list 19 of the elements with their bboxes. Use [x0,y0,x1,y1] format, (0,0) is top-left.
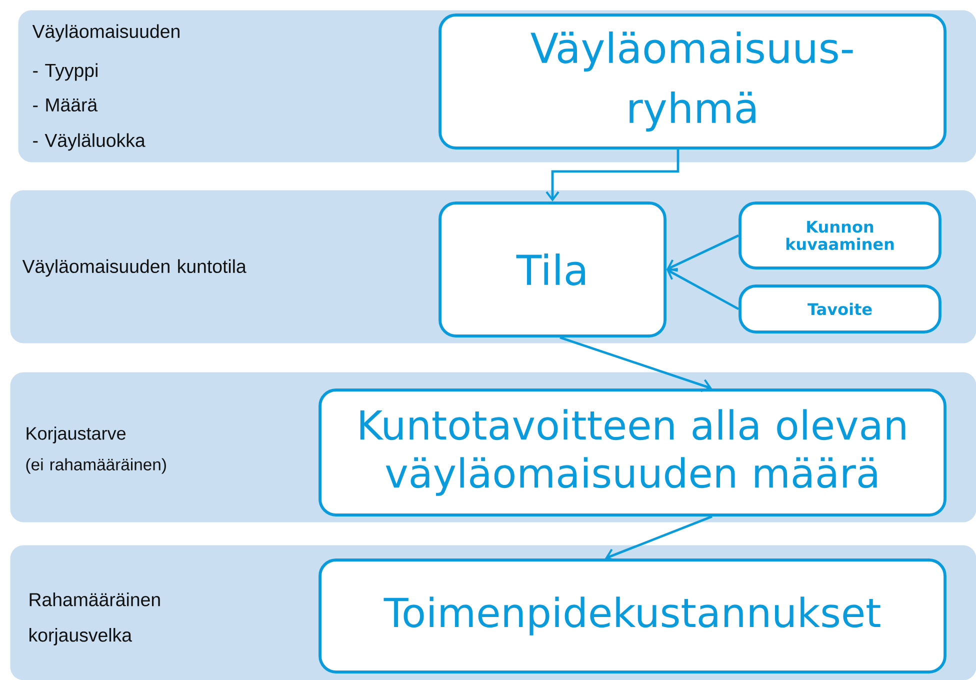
band-label: - Väyläluokka [33,133,146,151]
small-box: Tavoite [738,284,942,334]
band-label: Rahamääräinen korjausvelka [30,592,160,646]
arrow [605,515,712,562]
arrow [560,336,712,392]
process-box: Kuntotavoitteen alla olevan väyläomaisuuden määrä [318,388,946,516]
band-label: - Tyyppi [33,63,98,81]
band-label: Väyläomaisuuden kuntotila [22,259,246,277]
arrow [546,149,680,202]
process-box: Toimenpidekustannukset [318,558,946,674]
band-label: (ei rahamääräinen) [26,458,166,474]
small-box: Kunnon kuvaaminen [738,202,942,270]
arrow [666,268,740,310]
process-box: Tila [438,202,666,338]
process-box: Väyläomaisuus-ryhmä [438,14,946,150]
band-label: - Määrä [33,98,98,112]
band-label: Korjaustarve [26,426,126,444]
band-label: Väyläomaisuuden [32,24,180,42]
arrow [666,234,740,272]
